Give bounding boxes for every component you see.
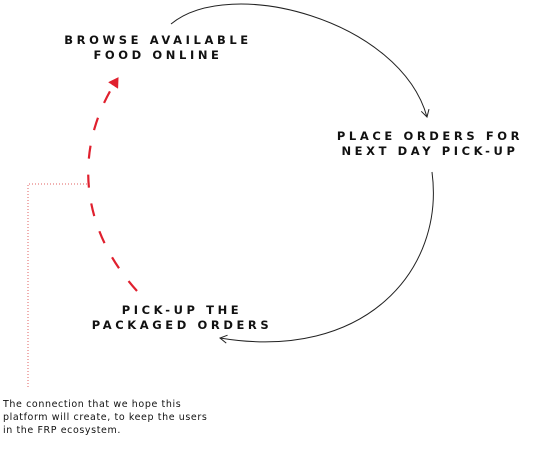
step-pickup-orders: PICK-UP THE PACKAGED ORDERS <box>64 303 300 333</box>
step-place-line-2: NEXT DAY PICK-UP <box>341 144 519 158</box>
step-place-line-1: PLACE ORDERS FOR <box>336 129 524 143</box>
note-line-1: The connection that we hope this <box>3 399 182 410</box>
note-line-2: platform will create, to keep the users <box>3 412 208 423</box>
note-line-3: in the FRP ecosystem. <box>3 425 121 436</box>
step-pickup-line-2: PACKAGED ORDERS <box>91 318 273 332</box>
step-browse-line-2: FOOD ONLINE <box>93 48 223 62</box>
connection-arrow <box>87 77 138 292</box>
step-pickup-line-1: PICK-UP THE <box>121 303 243 317</box>
step-browse-line-1: BROWSE AVAILABLE <box>64 33 252 47</box>
connection-note: The connection that we hope this platfor… <box>3 398 303 437</box>
step-browse-food: BROWSE AVAILABLE FOOD ONLINE <box>40 33 276 63</box>
arrow-place-to-pickup <box>219 171 434 344</box>
note-leader-line <box>27 183 90 387</box>
step-place-orders: PLACE ORDERS FOR NEXT DAY PICK-UP <box>316 129 536 159</box>
arrow-browse-to-place <box>170 3 430 118</box>
